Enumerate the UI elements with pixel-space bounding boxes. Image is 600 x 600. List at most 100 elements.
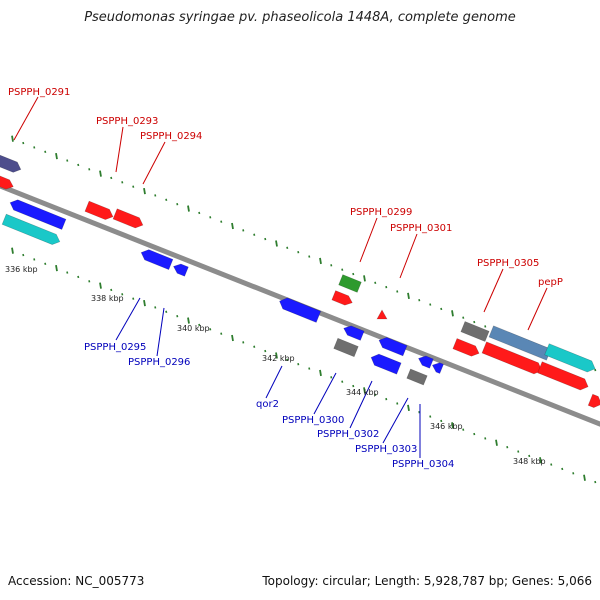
inner-tick: [231, 334, 234, 342]
gene-feature[interactable]: [84, 200, 115, 222]
inner-tick: [165, 310, 168, 314]
gene-feature[interactable]: [331, 290, 354, 308]
inner-tick: [143, 299, 146, 307]
inner-tick: [451, 422, 454, 429]
inner-tick: [330, 376, 333, 379]
outer-tick: [352, 272, 355, 276]
inner-tick: [66, 271, 69, 274]
scale-label-348: 348 kbp: [513, 457, 546, 466]
outer-tick: [594, 368, 597, 372]
label-leader-line: [399, 233, 418, 279]
outer-tick: [374, 281, 377, 284]
gene-feature[interactable]: [377, 335, 408, 357]
outer-tick: [396, 290, 399, 293]
gene-feature[interactable]: [333, 337, 359, 358]
scale-label-338: 338 kbp: [91, 294, 124, 303]
gene-label-pspph-0302[interactable]: PSPPH_0302: [317, 429, 379, 440]
outer-tick: [473, 320, 476, 324]
gene-label-pspph-0303[interactable]: PSPPH_0303: [355, 444, 417, 455]
gene-feature[interactable]: [369, 352, 402, 375]
gene-feature[interactable]: [376, 309, 388, 320]
inner-tick: [297, 363, 300, 366]
outer-tick: [297, 251, 300, 254]
feature-track: [0, 152, 600, 410]
gene-feature[interactable]: [417, 354, 434, 369]
outer-tick: [341, 268, 344, 271]
inner-tick: [561, 467, 564, 471]
gene-feature[interactable]: [488, 325, 552, 361]
gene-feature[interactable]: [460, 321, 490, 342]
gene-feature[interactable]: [452, 338, 481, 359]
inner-tick: [242, 341, 245, 344]
outer-tick: [121, 181, 124, 184]
gene-feature[interactable]: [430, 360, 444, 374]
gene-label-pspph-0293[interactable]: PSPPH_0293: [96, 116, 158, 127]
gene-feature[interactable]: [8, 198, 67, 230]
inner-tick: [407, 404, 410, 412]
outer-tick: [55, 153, 58, 160]
inner-tick: [462, 428, 465, 431]
inner-tick: [33, 258, 36, 261]
gene-feature[interactable]: [0, 174, 15, 192]
gene-label-pspph-0295[interactable]: PSPPH_0295: [84, 342, 146, 353]
inner-tick: [275, 352, 278, 359]
gene-feature[interactable]: [544, 343, 598, 375]
inner-tick: [517, 450, 520, 453]
inner-tick: [319, 369, 322, 377]
gene-feature[interactable]: [277, 296, 322, 323]
gene-label-pspph-0300[interactable]: PSPPH_0300: [282, 415, 344, 426]
gene-feature[interactable]: [587, 393, 600, 410]
gene-feature[interactable]: [342, 324, 365, 341]
gene-feature[interactable]: [112, 208, 145, 230]
outer-tick: [440, 307, 443, 311]
gene-label-pspph-0294[interactable]: PSPPH_0294: [140, 131, 202, 142]
outer-tick: [209, 216, 212, 219]
outer-tick: [407, 292, 410, 300]
gene-label-pspph-0305[interactable]: PSPPH_0305: [477, 258, 539, 269]
gene-label-pspph-0296[interactable]: PSPPH_0296: [128, 357, 190, 368]
inner-tick: [495, 439, 498, 446]
gene-label-pspph-0304[interactable]: PSPPH_0304: [392, 459, 454, 470]
inner-tick: [99, 282, 102, 289]
outer-tick: [308, 255, 311, 258]
gene-feature[interactable]: [537, 361, 591, 393]
outer-tick: [165, 198, 168, 202]
inner-tick: [594, 480, 597, 484]
outer-tick: [253, 233, 256, 236]
gene-label-pepp[interactable]: pepP: [538, 277, 563, 288]
outer-tick: [429, 303, 432, 306]
outer-tick: [44, 150, 47, 153]
inner-tick: [418, 411, 421, 414]
inner-tick: [110, 288, 113, 292]
gene-feature[interactable]: [0, 152, 23, 174]
outer-tick: [99, 170, 102, 177]
label-leader-line: [359, 217, 378, 263]
outer-tick: [11, 135, 14, 142]
gene-feature[interactable]: [481, 341, 544, 376]
inner-tick: [22, 253, 25, 257]
gene-label-pspph-0301[interactable]: PSPPH_0301: [390, 223, 452, 234]
gene-feature[interactable]: [1, 213, 62, 247]
inner-tick: [572, 472, 575, 475]
inner-tick: [440, 419, 443, 423]
gene-label-qor2[interactable]: qor2: [256, 399, 279, 410]
gene-feature[interactable]: [139, 247, 174, 270]
gene-feature[interactable]: [406, 368, 428, 386]
outer-tick: [330, 264, 333, 267]
genome-summary-text: Topology: circular; Length: 5,928,787 bp…: [262, 574, 592, 588]
inner-tick: [176, 314, 179, 318]
inner-tick: [220, 332, 223, 335]
outer-tick: [231, 222, 234, 230]
outer-tick: [418, 299, 421, 302]
gene-feature[interactable]: [338, 274, 362, 293]
label-leader-line: [115, 126, 124, 173]
outer-tick: [33, 146, 36, 149]
gene-feature[interactable]: [172, 262, 189, 277]
inner-tick: [264, 349, 267, 353]
outer-tick: [286, 246, 289, 250]
gene-label-pspph-0299[interactable]: PSPPH_0299: [350, 207, 412, 218]
outer-tick: [484, 325, 487, 328]
gene-label-pspph-0291[interactable]: PSPPH_0291: [8, 87, 70, 98]
